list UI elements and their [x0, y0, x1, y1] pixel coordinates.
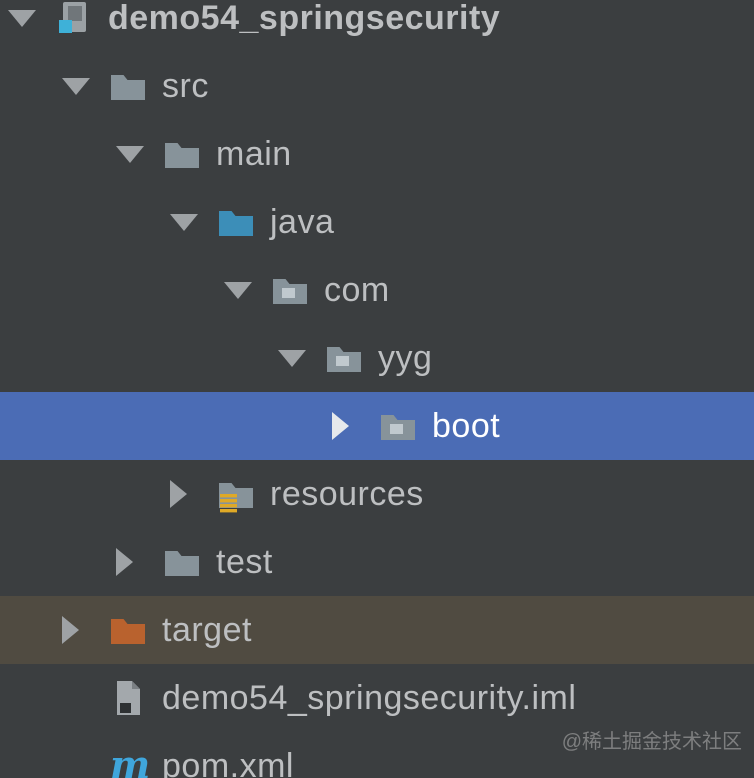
tree-row-label: demo54_springsecurity: [108, 0, 501, 37]
tree-row-label: src: [162, 66, 209, 105]
tree-row-java[interactable]: java: [0, 188, 754, 256]
package-icon: [378, 406, 418, 446]
chevron-triangle: [170, 480, 187, 508]
tree-row-label: test: [216, 542, 273, 581]
iml-file-icon: [108, 678, 148, 718]
chevron-triangle: [116, 145, 144, 163]
chevron-expanded-icon[interactable]: [8, 9, 54, 27]
package-icon: [270, 270, 310, 310]
excluded-folder-icon: [108, 610, 148, 650]
tree-row-label: main: [216, 134, 292, 173]
chevron-triangle: [278, 349, 306, 367]
chevron-triangle: [170, 213, 198, 231]
chevron-triangle: [332, 412, 349, 440]
chevron-expanded-icon[interactable]: [116, 145, 162, 163]
tree-row-label: java: [270, 202, 335, 241]
chevron-collapsed-icon[interactable]: [62, 616, 108, 644]
tree-row-label: boot: [432, 406, 501, 445]
folder-icon: [162, 542, 202, 582]
chevron-expanded-icon[interactable]: [278, 349, 324, 367]
tree-row-boot[interactable]: boot: [0, 392, 754, 460]
tree-row-label: yyg: [378, 338, 433, 377]
tree-row-resources[interactable]: resources: [0, 460, 754, 528]
chevron-expanded-icon[interactable]: [170, 213, 216, 231]
tree-row-label: resources: [270, 474, 424, 513]
tree-row-label: target: [162, 610, 252, 649]
chevron-collapsed-icon[interactable]: [170, 480, 216, 508]
chevron-expanded-icon[interactable]: [224, 281, 270, 299]
watermark-text: @稀土掘金技术社区: [561, 731, 742, 753]
chevron-triangle: [62, 616, 79, 644]
tree-row-main[interactable]: main: [0, 120, 754, 188]
tree-row-label: pom.xml: [162, 746, 294, 778]
chevron-collapsed-icon[interactable]: [332, 412, 378, 440]
maven-icon: m: [108, 746, 148, 778]
package-icon: [324, 338, 364, 378]
module-icon: [54, 0, 94, 38]
chevron-triangle: [224, 281, 252, 299]
tree-row-com[interactable]: com: [0, 256, 754, 324]
tree-row-src[interactable]: src: [0, 52, 754, 120]
tree-row-demo54-springsecurity-iml[interactable]: demo54_springsecurity.iml: [0, 664, 754, 732]
svg-text:m: m: [110, 746, 148, 778]
chevron-triangle: [8, 9, 36, 27]
chevron-collapsed-icon[interactable]: [116, 548, 162, 576]
chevron-expanded-icon[interactable]: [62, 77, 108, 95]
tree-row-demo54-springsecurity[interactable]: demo54_springsecurity: [0, 0, 754, 52]
source-folder-icon: [216, 202, 256, 242]
resources-folder-icon: [216, 474, 256, 514]
chevron-triangle: [62, 77, 90, 95]
tree-row-label: demo54_springsecurity.iml: [162, 678, 577, 717]
chevron-triangle: [116, 548, 133, 576]
tree-row-pom-xml[interactable]: m pom.xml: [0, 732, 754, 778]
tree-row-yyg[interactable]: yyg: [0, 324, 754, 392]
folder-icon: [162, 134, 202, 174]
tree-row-test[interactable]: test: [0, 528, 754, 596]
tree-row-label: com: [324, 270, 390, 309]
tree-row-target[interactable]: target: [0, 596, 754, 664]
folder-icon: [108, 66, 148, 106]
